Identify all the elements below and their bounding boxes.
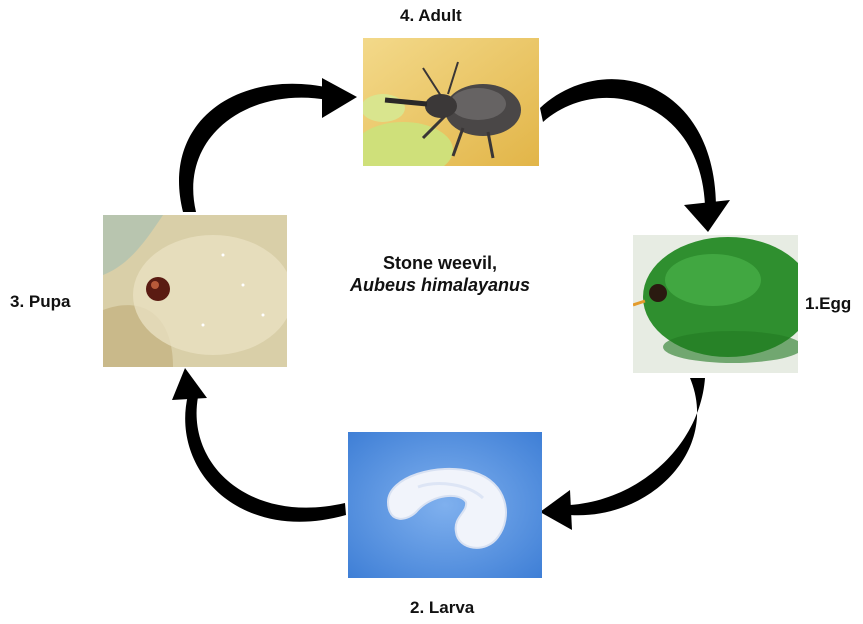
stage-label-egg: 1.Egg bbox=[805, 294, 851, 314]
arrow-larva-to-pupa bbox=[172, 368, 346, 522]
diagram-title: Stone weevil, Aubeus himalayanus bbox=[330, 252, 550, 296]
stage-label-pupa: 3. Pupa bbox=[10, 292, 70, 312]
stage-label-larva: 2. Larva bbox=[410, 598, 474, 618]
title-species-name: Aubeus himalayanus bbox=[330, 274, 550, 296]
egg-fruit-photo bbox=[633, 235, 798, 373]
title-common-name: Stone weevil, bbox=[383, 253, 497, 273]
adult-weevil-photo bbox=[363, 38, 539, 166]
larva-grub-photo bbox=[348, 432, 542, 578]
pupa-photo bbox=[103, 215, 287, 367]
stage-label-adult: 4. Adult bbox=[400, 6, 462, 26]
arrow-egg-to-larva bbox=[540, 378, 705, 530]
arrow-pupa-to-adult bbox=[179, 78, 357, 212]
arrow-adult-to-egg bbox=[540, 79, 730, 232]
